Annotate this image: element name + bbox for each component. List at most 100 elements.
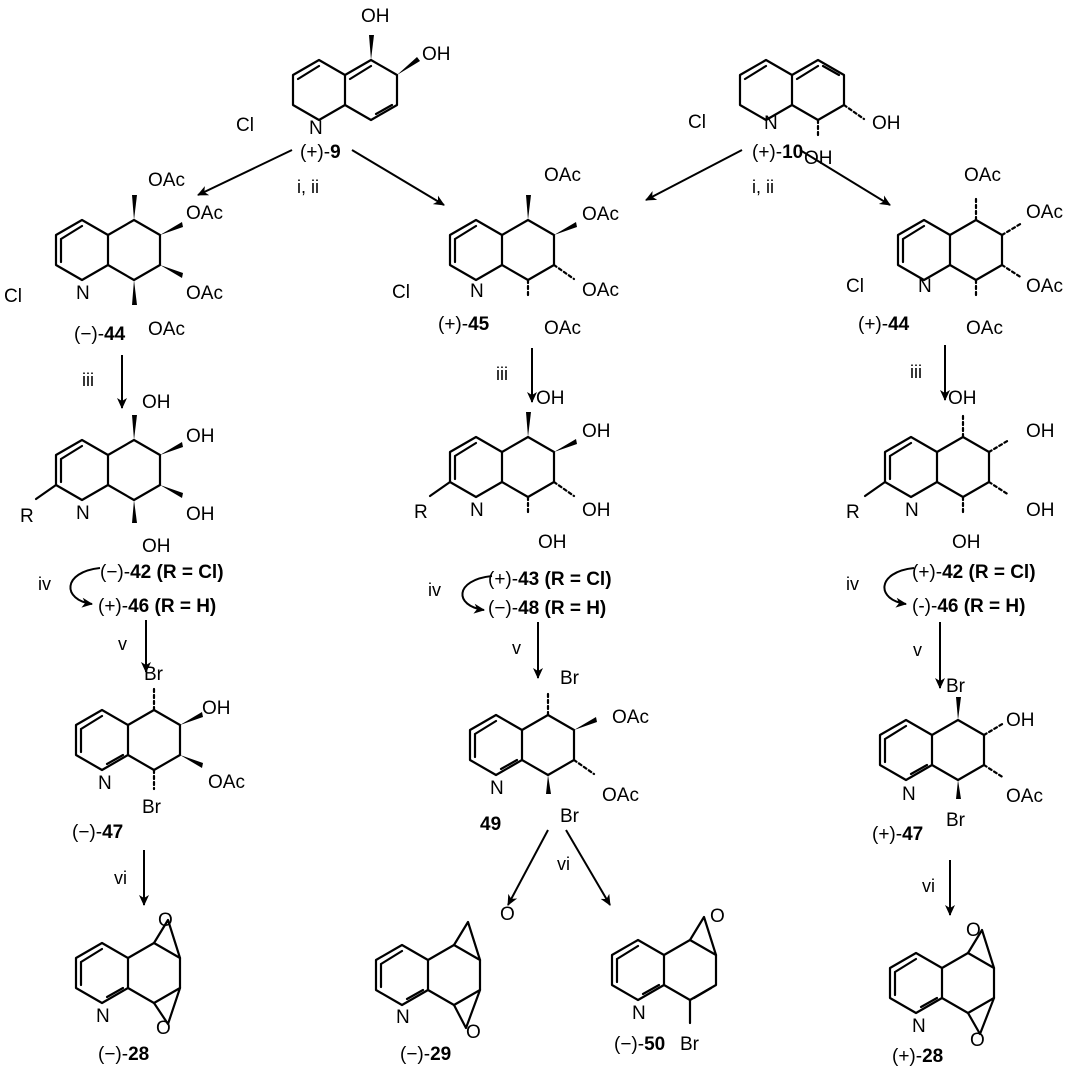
label-oh: OH xyxy=(361,6,390,27)
label-oac: OAc xyxy=(602,785,639,806)
label-br: Br xyxy=(946,810,966,831)
label-cl: Cl xyxy=(846,276,864,297)
label-oac: OAc xyxy=(612,707,649,728)
label-o: O xyxy=(466,1022,481,1043)
label-n: N xyxy=(96,1006,110,1027)
condition-iv: iv xyxy=(846,574,859,594)
label-oh: OH xyxy=(582,500,611,521)
label-oh: OH xyxy=(582,421,611,442)
compound-label-43: (+)-43 (R = Cl) xyxy=(488,569,612,590)
condition-vi: vi xyxy=(114,868,127,888)
label-oh: OH xyxy=(1026,421,1055,442)
label-n: N xyxy=(470,281,484,302)
label-oac: OAc xyxy=(148,319,185,340)
label-n: N xyxy=(918,276,932,297)
label-n: N xyxy=(309,118,323,139)
label-oh: OH xyxy=(948,388,977,409)
label-n: N xyxy=(632,1003,646,1024)
label-oac: OAc xyxy=(966,318,1003,339)
label-oac: OAc xyxy=(1006,786,1043,807)
label-n: N xyxy=(98,773,112,794)
label-oac: OAc xyxy=(1026,276,1063,297)
compound-9: OH OH Cl N (+)-9 xyxy=(236,6,451,163)
compound-28-plus: O O N (+)-28 xyxy=(888,920,996,1067)
label-oac: OAc xyxy=(208,772,245,793)
label-oh: OH xyxy=(538,532,567,553)
label-oac: OAc xyxy=(582,204,619,225)
label-oh: OH xyxy=(804,148,833,169)
condition-vi: vi xyxy=(557,854,570,874)
compound-label-9: (+)-9 xyxy=(300,142,341,163)
compound-label-47: (+)-47 xyxy=(872,824,923,845)
condition-i-ii: i, ii xyxy=(752,177,774,197)
compound-label-49: 49 xyxy=(480,814,501,835)
label-n: N xyxy=(912,1016,926,1037)
compound-label-42: (+)-42 (R = Cl) xyxy=(912,562,1036,583)
label-n: N xyxy=(76,503,90,524)
label-n: N xyxy=(470,500,484,521)
label-r: R xyxy=(414,502,428,523)
condition-iii: iii xyxy=(910,362,922,382)
label-n: N xyxy=(490,778,504,799)
label-oh: OH xyxy=(186,426,215,447)
condition-v: v xyxy=(512,638,521,658)
label-oac: OAc xyxy=(544,165,581,186)
label-oh: OH xyxy=(952,532,981,553)
label-br: Br xyxy=(680,1034,700,1055)
label-br: Br xyxy=(144,664,164,685)
condition-v: v xyxy=(913,640,922,660)
label-oh: OH xyxy=(142,536,171,557)
compound-45-plus: OAc OAc OAc OAc Cl N (+)-45 xyxy=(392,165,619,339)
compound-47-plus: Br OH OAc Br N (+)-47 xyxy=(872,676,1043,845)
label-o: O xyxy=(966,920,981,941)
label-br: Br xyxy=(946,676,966,697)
label-n: N xyxy=(764,113,778,134)
compound-label-29: (−)-29 xyxy=(400,1044,451,1065)
label-oh: OH xyxy=(1026,500,1055,521)
compound-label-46: (+)-46 (R = H) xyxy=(98,596,216,617)
label-cl: Cl xyxy=(688,112,706,133)
compound-label-50: (−)-50 xyxy=(614,1034,665,1055)
compound-label-44: (+)-44 xyxy=(858,314,910,335)
label-o: O xyxy=(156,1018,171,1039)
compound-44-minus: OAc OAc OAc OAc Cl N (−)-44 xyxy=(4,170,223,345)
compound-label-47: (−)-47 xyxy=(72,822,123,843)
label-r: R xyxy=(20,506,34,527)
label-oh: OH xyxy=(536,388,565,409)
label-n: N xyxy=(905,500,919,521)
compound-28-minus: O O N (−)-28 xyxy=(74,910,182,1065)
compound-49: Br OAc OAc Br N 49 xyxy=(468,668,649,835)
label-n: N xyxy=(396,1007,410,1028)
label-o: O xyxy=(500,904,515,925)
condition-i-ii: i, ii xyxy=(297,177,319,197)
compound-label-42: (−)-42 (R = Cl) xyxy=(100,562,224,583)
label-oh: OH xyxy=(872,113,901,134)
label-br: Br xyxy=(560,806,580,827)
condition-iii: iii xyxy=(82,370,94,390)
compound-label-46: (-)-46 (R = H) xyxy=(912,596,1025,617)
condition-v: v xyxy=(118,634,127,654)
label-oh: OH xyxy=(422,44,451,65)
label-oac: OAc xyxy=(186,203,223,224)
label-oac: OAc xyxy=(964,165,1001,186)
condition-iv: iv xyxy=(428,580,441,600)
label-oac: OAc xyxy=(1026,202,1063,223)
label-oh: OH xyxy=(142,392,171,413)
compound-tetraol-42-plus: OH OH OH OH R N xyxy=(846,388,1055,553)
compound-44-plus: OAc OAc OAc OAc Cl N (+)-44 xyxy=(846,165,1063,339)
label-oh: OH xyxy=(1006,710,1035,731)
compound-tetraol-42-minus: OH OH OH OH R N xyxy=(20,392,215,557)
compound-label-48: (−)-48 (R = H) xyxy=(488,598,606,619)
label-o: O xyxy=(158,910,173,931)
label-cl: Cl xyxy=(236,115,254,136)
compound-tetraol-43-plus: OH OH OH OH R N xyxy=(414,388,611,553)
label-cl: Cl xyxy=(4,286,22,307)
label-cl: Cl xyxy=(392,282,410,303)
label-oac: OAc xyxy=(544,318,581,339)
label-n: N xyxy=(902,784,916,805)
compound-50-minus: O N Br (−)-50 xyxy=(610,906,725,1055)
label-oh: OH xyxy=(186,504,215,525)
label-r: R xyxy=(846,502,860,523)
compound-47-minus: Br OH OAc Br N (−)-47 xyxy=(72,664,245,843)
